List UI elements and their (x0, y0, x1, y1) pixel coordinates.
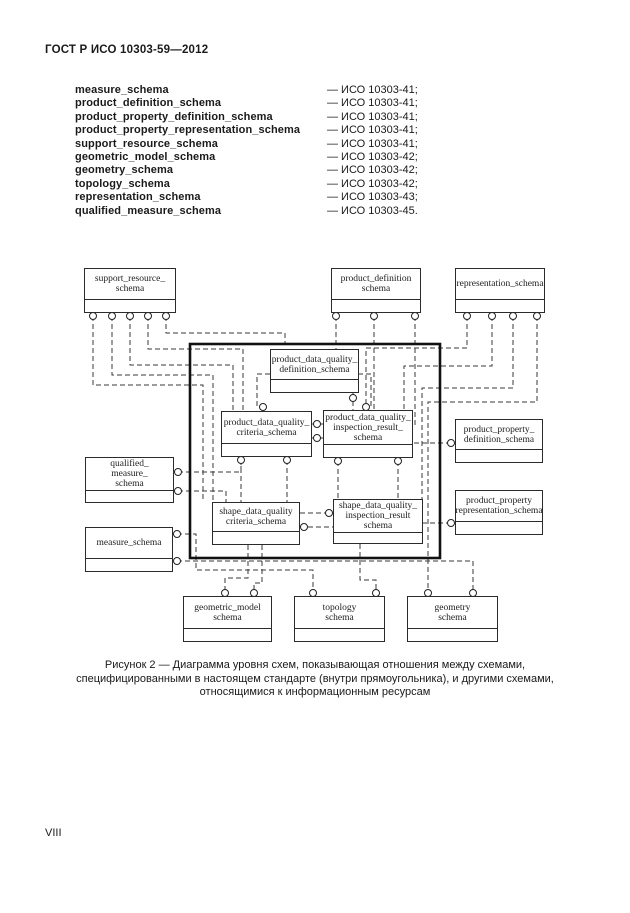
schema-list-row: representation_schema — ИСО 10303-43; (75, 191, 418, 204)
schema-list-row: qualified_measure_schema — ИСО 10303-45. (75, 205, 418, 218)
schema-box-band (86, 558, 172, 571)
schema-box-label: measure_schema (96, 538, 162, 548)
schema-box-product-property-representation-schema: product_property representation_schema (455, 490, 543, 535)
schema-name: support_resource_schema (75, 137, 218, 150)
schema-box-label: product_data_quality_ inspection_result_… (325, 412, 411, 443)
schema-box-label: geometry schema (434, 602, 471, 623)
schema-list-row: product_property_definition_schema — ИСО … (75, 111, 418, 124)
schema-list-row: geometric_model_schema — ИСО 10303-42; (75, 151, 418, 164)
schema-list-row: product_property_representation_schema — … (75, 124, 418, 137)
schema-box-label: product_definition schema (340, 274, 412, 294)
schema-box-label: geometric_model schema (194, 602, 261, 623)
schema-box-geometric-model-schema: geometric_model schema (183, 596, 272, 642)
schema-box-band (324, 444, 412, 457)
schema-box-band (332, 299, 420, 312)
schema-name: representation_schema (75, 191, 201, 204)
schema-box-shape-data-quality-inspection-result-schema: shape_data_quality_ inspection_result sc… (333, 499, 423, 544)
document-header: ГОСТ Р ИСО 10303-59—2012 (45, 44, 209, 56)
schema-iso-ref: — ИСО 10303-43; (327, 191, 418, 204)
schema-name: measure_schema (75, 84, 169, 96)
schema-box-qualified-measure-schema: qualified_ measure_ schema (85, 457, 174, 503)
schema-iso-ref: — ИСО 10303-45. (327, 204, 418, 217)
schema-box-representation-schema: representation_schema (455, 268, 545, 313)
schema-box-geometry-schema: geometry schema (407, 596, 498, 642)
schema-box-support-resource-schema: support_resource_ schema (84, 268, 176, 313)
schema-name: product_property_definition_schema (75, 110, 273, 123)
figure-caption: Рисунок 2 — Диаграмма уровня схем, показ… (76, 659, 554, 698)
schema-iso-ref: — ИСО 10303-41; (327, 84, 418, 96)
schema-name: qualified_measure_schema (75, 204, 222, 217)
schema-iso-ref: — ИСО 10303-42; (327, 164, 418, 177)
schema-box-product-property-definition-schema: product_property_ definition_schema (455, 419, 543, 463)
schema-box-band (334, 532, 422, 543)
schema-list-row: product_definition_schema — ИСО 10303-41; (75, 97, 418, 110)
schema-box-band (222, 443, 311, 456)
schema-box-label: shape_data_quality_ inspection_result sc… (338, 501, 418, 531)
schema-name: product_property_representation_schema (75, 124, 301, 137)
schema-box-label: product_property representation_schema (455, 496, 543, 516)
schema-name: geometric_model_schema (75, 151, 216, 164)
schema-box-label: product_data_quality_ definition_schema (271, 354, 358, 375)
schema-iso-ref: — ИСО 10303-41; (327, 110, 418, 123)
schema-iso-ref: — ИСО 10303-41; (327, 97, 418, 110)
schema-box-topology-schema: topology schema (294, 596, 385, 642)
schema-box-label: qualified_ measure_ schema (110, 459, 149, 489)
schema-iso-ref: — ИСО 10303-42; (327, 177, 418, 190)
schema-box-band (271, 379, 358, 392)
schema-iso-ref: — ИСО 10303-42; (327, 151, 418, 164)
schema-box-product-data-quality-inspection-result-schema: product_data_quality_ inspection_result_… (323, 410, 413, 458)
schema-box-shape-data-quality-criteria-schema: shape_data_quality criteria_schema (212, 502, 300, 545)
schema-box-band (85, 299, 175, 312)
schema-iso-ref: — ИСО 10303-41; (327, 124, 418, 137)
schema-reference-list: measure_schema — ИСО 10303-41; product_de… (75, 84, 418, 218)
schema-box-label: representation_schema (456, 279, 544, 289)
schema-name: product_definition_schema (75, 97, 222, 110)
standard-boundary-rectangle (188, 342, 442, 560)
schema-box-label: support_resource_ schema (94, 274, 166, 294)
schema-box-label: product_property_ definition_schema (463, 424, 535, 445)
schema-box-label: product_data_quality_ criteria_schema (223, 417, 310, 438)
schema-box-band (86, 490, 173, 502)
schema-list-row: topology_schema — ИСО 10303-42; (75, 178, 418, 191)
schema-list-row: geometry_schema — ИСО 10303-42; (75, 164, 418, 177)
schema-box-product-definition-schema: product_definition schema (331, 268, 421, 313)
schema-name: topology_schema (75, 177, 171, 190)
schema-name: geometry_schema (75, 164, 174, 177)
schema-list-row: support_resource_schema — ИСО 10303-41; (75, 138, 418, 151)
schema-list-row: measure_schema — ИСО 10303-41; (75, 84, 418, 97)
schema-box-measure-schema: measure_schema (85, 527, 173, 572)
schema-box-band (408, 628, 497, 641)
page-number: VIII (45, 827, 62, 839)
schema-box-band (456, 449, 542, 462)
schema-box-product-data-quality-criteria-schema: product_data_quality_ criteria_schema (221, 411, 312, 457)
schema-box-band (456, 299, 544, 312)
schema-box-band (213, 531, 299, 544)
schema-box-product-data-quality-definition-schema: product_data_quality_ definition_schema (270, 349, 359, 393)
schema-box-label: topology schema (322, 602, 357, 623)
schema-box-band (295, 628, 384, 641)
schema-box-band (184, 628, 271, 641)
schema-iso-ref: — ИСО 10303-41; (327, 137, 418, 150)
schema-box-label: shape_data_quality criteria_schema (219, 507, 293, 527)
schema-box-band (456, 521, 542, 534)
